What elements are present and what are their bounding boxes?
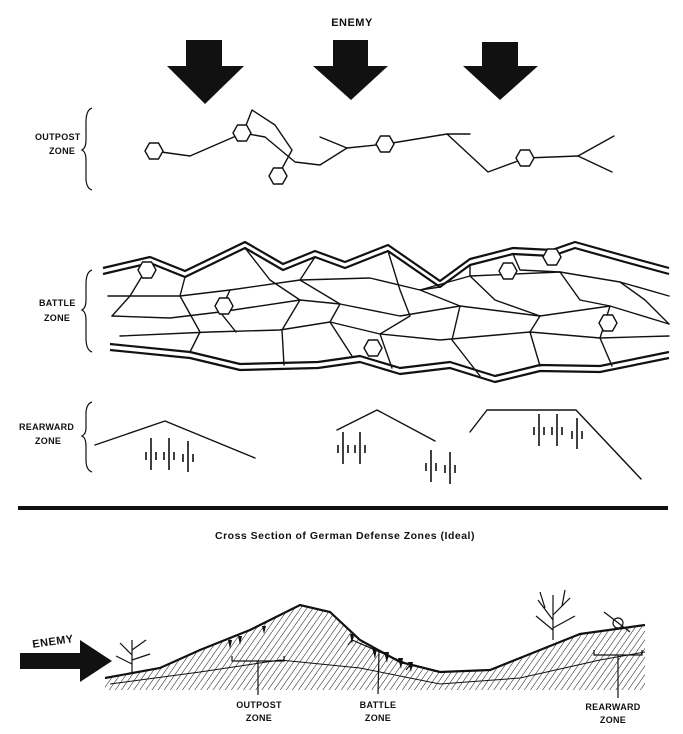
enemy-heading: ENEMY: [331, 17, 373, 29]
observer-icon: [603, 611, 631, 633]
tree-icon: [115, 639, 151, 672]
enemy-arrows: [167, 40, 538, 104]
svg-text:ZONE: ZONE: [246, 713, 272, 723]
cross-section-battle-label: BATTLE ZONE: [360, 700, 397, 723]
outpost-strongpoints: [144, 124, 535, 185]
svg-text:ZONE: ZONE: [600, 715, 626, 725]
enemy-arrow-icon: [313, 40, 388, 100]
outpost-zone-lines: [153, 109, 615, 177]
strongpoint-hexagon-icon: [144, 142, 164, 160]
reserve-unit-icon: [145, 438, 194, 472]
strongpoint-hexagon-icon: [498, 262, 518, 280]
rearward-zone-lines: [94, 409, 642, 480]
cross-section-rearward-label: REARWARD ZONE: [585, 702, 640, 725]
strongpoint-hexagon-icon: [598, 314, 618, 332]
strongpoint-hexagon-icon: [268, 167, 288, 185]
enemy-attack-arrow-icon: [20, 640, 112, 682]
strongpoint-hexagon-icon: [375, 135, 395, 153]
cross-section-enemy-label: ENEMY: [32, 633, 75, 651]
strongpoint-hexagon-icon: [515, 149, 535, 167]
cross-section-outpost-label: OUTPOST ZONE: [236, 700, 282, 723]
tree-icon: [535, 589, 576, 640]
strongpoint-hexagon-icon: [137, 261, 157, 279]
svg-text:OUTPOST: OUTPOST: [35, 132, 81, 142]
enemy-arrow-icon: [167, 40, 244, 104]
reserve-units: [145, 414, 583, 484]
enemy-arrow-icon: [463, 42, 538, 100]
svg-text:ZONE: ZONE: [35, 436, 61, 446]
rearward-zone-label: REARWARD ZONE: [19, 422, 74, 446]
svg-text:OUTPOST: OUTPOST: [236, 700, 282, 710]
svg-text:ZONE: ZONE: [44, 313, 70, 323]
battle-zone-brace: [80, 269, 93, 353]
svg-text:REARWARD: REARWARD: [19, 422, 74, 432]
svg-text:BATTLE: BATTLE: [39, 298, 76, 308]
svg-text:ZONE: ZONE: [365, 713, 391, 723]
strongpoint-hexagon-icon: [542, 248, 562, 266]
outpost-zone-brace: [80, 107, 93, 191]
svg-text:BATTLE: BATTLE: [360, 700, 397, 710]
battle-strongpoints: [137, 248, 618, 357]
terrain-profile: [104, 603, 646, 700]
battle-zone-band: [102, 240, 670, 384]
svg-text:REARWARD: REARWARD: [585, 702, 640, 712]
strongpoint-hexagon-icon: [232, 124, 252, 142]
rearward-zone-brace: [80, 401, 93, 473]
strongpoint-hexagon-icon: [363, 339, 383, 357]
svg-text:ZONE: ZONE: [49, 146, 75, 156]
reserve-unit-icon: [533, 414, 583, 449]
outpost-zone-label: OUTPOST ZONE: [35, 132, 81, 156]
figure-caption: Cross Section of German Defense Zones (I…: [215, 530, 475, 542]
strongpoint-hexagon-icon: [214, 297, 234, 315]
reserve-unit-icon: [337, 432, 456, 484]
battle-zone-label: BATTLE ZONE: [39, 298, 76, 323]
cross-section-zone-brackets: [231, 639, 643, 698]
